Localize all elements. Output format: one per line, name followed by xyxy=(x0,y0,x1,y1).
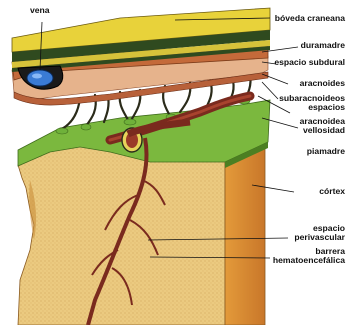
label-boveda-craneana: bóveda craneana xyxy=(275,14,345,23)
cortex-side-face xyxy=(225,140,265,325)
label-hematoencefalica: hematoencefálica xyxy=(273,256,345,265)
cortex-block xyxy=(18,140,265,325)
label-piamadre: piamadre xyxy=(307,147,345,156)
label-cortex: córtex xyxy=(319,187,345,196)
label-vellosidad: vellosidad xyxy=(303,126,345,135)
label-espacio-subdural: espacio subdural xyxy=(274,58,345,67)
label-aracnoides: aracnoides xyxy=(300,79,345,88)
label-perivascular: perivascular xyxy=(294,233,345,242)
label-espacios: espacios xyxy=(308,103,345,112)
label-vena: vena xyxy=(30,6,50,15)
label-duramadre: duramadre xyxy=(301,41,345,50)
